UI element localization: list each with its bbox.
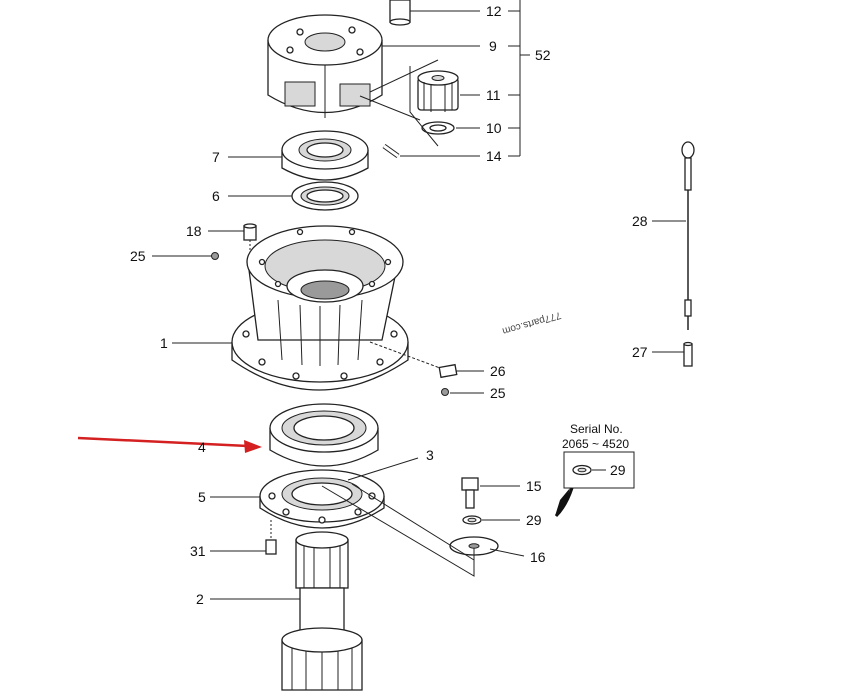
part-28-dipstick xyxy=(681,141,695,330)
callout-16: 16 xyxy=(530,549,546,565)
callout-27: 27 xyxy=(632,344,648,360)
callout-15: 15 xyxy=(526,478,542,494)
callout-25-upper: 25 xyxy=(130,248,146,264)
part-9-carrier xyxy=(267,14,383,118)
part-5-cover xyxy=(259,469,385,529)
callout-10: 10 xyxy=(486,120,502,136)
callout-3: 3 xyxy=(426,447,434,463)
callout-28: 28 xyxy=(632,213,648,229)
callout-5: 5 xyxy=(198,489,206,505)
watermark: 777parts.com xyxy=(501,309,562,336)
callout-4: 4 xyxy=(198,439,206,455)
part-29-washer xyxy=(462,515,482,525)
callout-29: 29 xyxy=(526,512,542,528)
callout-25-lower: 25 xyxy=(490,385,506,401)
part-10-washer xyxy=(421,121,455,135)
part-4-bearing xyxy=(269,403,379,467)
part-14-pin xyxy=(382,143,400,159)
callout-12: 12 xyxy=(486,3,502,19)
leader-lines xyxy=(152,0,686,600)
part-31-bolt xyxy=(265,520,277,555)
part-2-shaft xyxy=(281,531,363,691)
part-1-housing xyxy=(231,225,409,391)
part-6-seal xyxy=(291,181,359,211)
callout-52: 52 xyxy=(535,47,551,63)
serial-number-box xyxy=(554,451,635,518)
part-11-gear xyxy=(417,70,459,112)
callout-14: 14 xyxy=(486,148,502,164)
part-25-bolt-upper xyxy=(211,252,219,260)
callout-18: 18 xyxy=(186,223,202,239)
highlight-arrow xyxy=(77,436,262,453)
serial-part-29: 29 xyxy=(610,462,626,478)
callout-9: 9 xyxy=(489,38,497,54)
callout-7: 7 xyxy=(212,149,220,165)
serial-title: Serial No. xyxy=(570,422,623,436)
part-27-tube xyxy=(683,341,693,367)
callout-6: 6 xyxy=(212,188,220,204)
callout-1: 1 xyxy=(160,335,168,351)
part-7-bearing xyxy=(281,130,369,181)
callout-11: 11 xyxy=(486,87,501,103)
part-26-plug xyxy=(369,341,458,379)
callout-26: 26 xyxy=(490,363,506,379)
part-15-bolt xyxy=(461,477,479,509)
part-25-bolt-lower xyxy=(441,388,449,396)
callout-31: 31 xyxy=(190,543,206,559)
serial-range: 2065 ~ 4520 xyxy=(562,437,629,451)
part-12-pin xyxy=(389,0,411,26)
callout-2: 2 xyxy=(196,591,204,607)
